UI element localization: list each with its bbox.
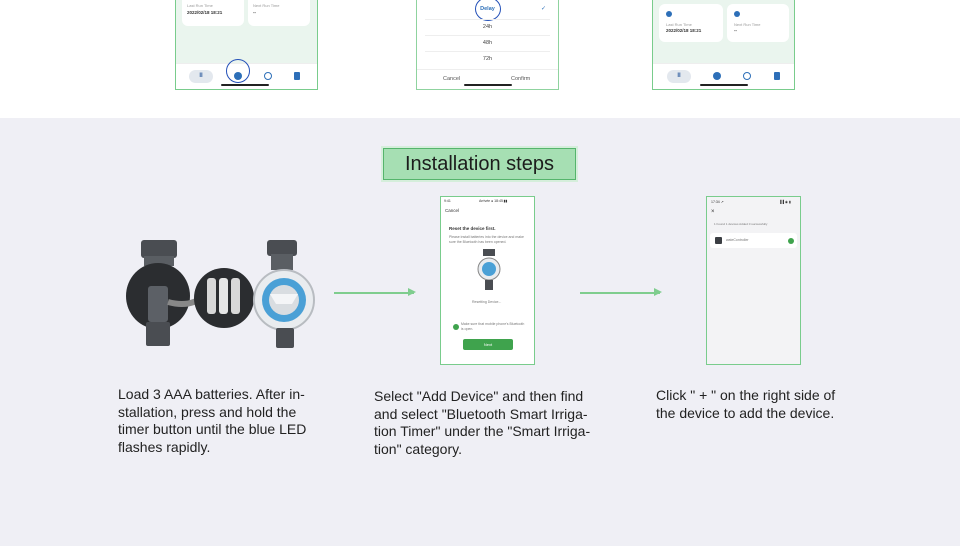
next-run-label: Next Run Time <box>734 22 761 27</box>
installation-section: Installation steps 9:41 Arrivée ● 18:45 … <box>0 118 960 546</box>
cancel-button[interactable]: Cancel <box>443 76 461 82</box>
right-outlet <box>276 328 294 348</box>
battery <box>231 278 240 314</box>
cancel-link[interactable]: Cancel <box>445 208 460 213</box>
delay-option-72h[interactable]: 72h <box>482 56 493 62</box>
timer-icon <box>734 11 740 17</box>
confirm-button[interactable]: Confirm <box>511 76 531 82</box>
last-run-value: 2022/02/18 18:21 <box>187 10 223 15</box>
check-circle-icon <box>453 324 459 330</box>
battery <box>219 278 228 314</box>
reset-instructions: Please install batteries into the device… <box>449 235 524 244</box>
step3-description: Click " + " on the right side of the dev… <box>656 387 835 422</box>
divider <box>425 19 550 20</box>
add-device-icon[interactable] <box>788 237 794 244</box>
step1-line: timer button until the blue LED <box>118 421 307 437</box>
device-row[interactable]: wateController <box>710 233 797 248</box>
left-inlet-nut <box>141 240 177 258</box>
next-run-value: -- <box>253 10 256 15</box>
timer-icon <box>666 11 672 17</box>
home-indicator <box>700 84 748 86</box>
last-run-card: Last Run Time 2022/02/18 18:21 <box>182 0 244 26</box>
last-run-value: 2022/02/18 18:21 <box>666 28 702 33</box>
check-icon: ✓ <box>541 6 547 12</box>
phone-reset-device: 9:41 Arrivée ● 18:45 ▮▮ Cancel Reset the… <box>440 196 535 365</box>
document-icon[interactable] <box>294 72 300 80</box>
alarm-clock-icon[interactable] <box>743 72 751 80</box>
home-indicator <box>221 84 269 86</box>
document-icon[interactable] <box>774 72 780 80</box>
status-icons: ▐▐ ◉ ▮ <box>779 200 791 204</box>
delay-option-48h[interactable]: 48h <box>482 40 493 46</box>
close-icon[interactable]: × <box>711 209 715 215</box>
step1-line: flashes rapidly. <box>118 438 211 455</box>
left-outlet <box>146 322 170 346</box>
next-run-value: -- <box>734 28 737 33</box>
reset-heading: Reset the device first. <box>449 226 496 231</box>
arrow-right-icon <box>580 289 662 295</box>
next-run-label: Next Run Time <box>253 3 280 8</box>
step2-line: tion Timer" under the "Smart Irriga- <box>374 423 591 439</box>
next-button[interactable]: Next <box>463 339 513 350</box>
home-indicator <box>464 84 512 86</box>
step3-line: Click " + " on the right side of <box>656 387 836 403</box>
step2-line: Select "Add Device" and then find <box>374 388 584 404</box>
section-title-box: Installation steps <box>383 148 576 180</box>
found-devices-text: 1 Found 1 devices Added 0 successfully <box>714 222 768 226</box>
right-inlet-nut <box>267 240 297 256</box>
phone-device-found: 17:34 ↗ ▐▐ ◉ ▮ × 1 Found 1 devices Added… <box>706 196 801 365</box>
app-screen-home-crop-2: Last Run Time 2022/02/18 18:21 Next Run … <box>652 0 795 90</box>
last-run-label: Last Run Time <box>187 3 213 8</box>
divider <box>425 51 550 52</box>
step1-description: Load 3 AAA batteries. After in- stallati… <box>118 386 306 456</box>
bluetooth-check-text: Make sure that mobile phone's Bluetooth … <box>461 322 525 331</box>
timer-device-icon <box>477 249 501 290</box>
step2-line: and select "Bluetooth Smart Irriga- <box>374 405 588 422</box>
resetting-status: Resetting Device... <box>472 300 502 304</box>
status-time: 17:34 ↗ <box>711 200 724 204</box>
last-run-card: Last Run Time 2022/02/18 18:21 <box>659 4 723 42</box>
arrow-right-icon <box>334 289 416 295</box>
highlight-circle <box>226 59 250 83</box>
home-icon[interactable] <box>713 72 721 80</box>
divider <box>425 35 550 36</box>
section-title: Installation steps <box>405 153 554 175</box>
delay-picker-crop: Delay ✓ 24h 48h 72h Cancel Confirm <box>416 0 559 90</box>
device-name: wateController <box>726 238 749 242</box>
app-screen-home-crop: Last Run Time 2022/02/18 18:21 Next Run … <box>175 0 318 90</box>
step2-line: tion" category. <box>374 440 462 457</box>
last-run-label: Last Run Time <box>666 22 692 27</box>
device-icon <box>715 237 722 244</box>
previous-screens-strip: Last Run Time 2022/02/18 18:21 Next Run … <box>0 0 960 118</box>
status-icons: Arrivée ● 18:45 ▮▮ <box>479 199 508 203</box>
delay-option-24h[interactable]: 24h <box>482 24 493 30</box>
irrigation-timer-illustration <box>126 240 315 348</box>
pause-icon[interactable]: II <box>667 70 691 83</box>
alarm-clock-icon[interactable] <box>264 72 272 80</box>
step3-line: the device to add the device. <box>656 404 835 421</box>
battery <box>207 278 216 314</box>
next-run-card: Next Run Time -- <box>727 4 789 42</box>
step1-line: stallation, press and hold the <box>118 403 297 420</box>
status-time: 9:41 <box>444 199 451 203</box>
pause-icon[interactable]: II <box>189 70 213 83</box>
tab-bar: II <box>653 63 794 89</box>
step1-line: Load 3 AAA batteries. After in- <box>118 386 305 402</box>
step2-description: Select "Add Device" and then find and se… <box>374 388 590 458</box>
highlight-circle <box>475 0 501 21</box>
divider <box>417 69 558 70</box>
next-run-card: Next Run Time -- <box>248 0 310 26</box>
